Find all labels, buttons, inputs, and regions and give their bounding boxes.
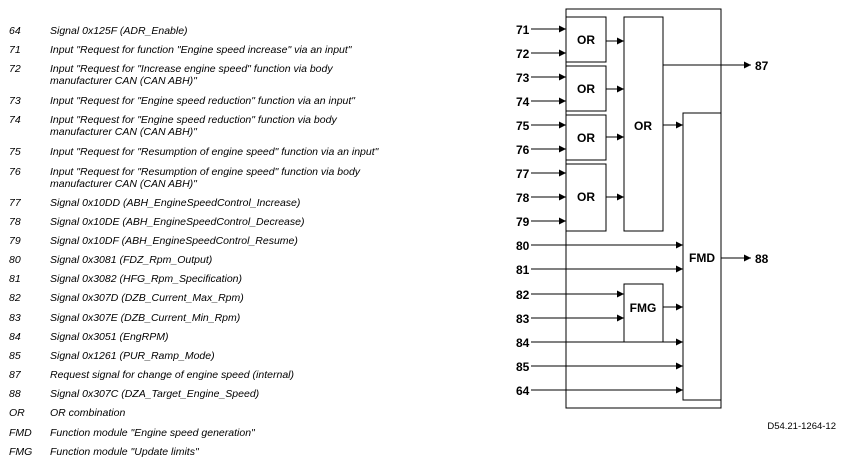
- legend-text: Request signal for change of engine spee…: [50, 369, 294, 381]
- legend-key: 87: [9, 369, 21, 381]
- or-block-3: [565, 114, 607, 161]
- fmg-block-label: FMG: [630, 301, 657, 315]
- legend-key: OR: [9, 407, 25, 419]
- input-label-75: 75: [516, 119, 530, 133]
- legend-key: 80: [9, 254, 21, 266]
- fmd-block-label: FMD: [689, 251, 715, 265]
- legend-key: 73: [9, 95, 21, 107]
- input-label-72: 72: [516, 47, 530, 61]
- legend-key: 76: [9, 166, 21, 178]
- fmg-block: [623, 283, 664, 343]
- or-block-main-label: OR: [634, 119, 652, 133]
- legend-text: Signal 0x1261 (PUR_Ramp_Mode): [50, 350, 215, 362]
- legend-text: Signal 0x3082 (HFG_Rpm_Specification): [50, 273, 243, 285]
- input-label-77: 77: [516, 167, 530, 181]
- legend-text: Function module "Update limits": [50, 446, 199, 458]
- document-id: D54.21-1264-12: [767, 421, 836, 432]
- input-label-76: 76: [516, 143, 530, 157]
- legend-key: 77: [9, 197, 21, 209]
- input-label-64: 64: [516, 384, 530, 398]
- legend-text: Signal 0x307C (DZA_Target_Engine_Speed): [50, 388, 260, 400]
- legend-text: Signal 0x307E (DZB_Current_Min_Rpm): [50, 312, 241, 324]
- input-label-85: 85: [516, 360, 530, 374]
- legend-key: 79: [9, 235, 21, 247]
- legend-key: 83: [9, 312, 21, 324]
- output-label-88: 88: [755, 252, 769, 266]
- legend-text: Input "Request for function "Engine spee…: [50, 44, 352, 56]
- or-block-2-label: OR: [577, 82, 595, 96]
- legend-text: Signal 0x307D (DZB_Current_Max_Rpm): [50, 292, 244, 304]
- legend-key: 71: [9, 44, 21, 56]
- legend-key: FMG: [9, 446, 33, 458]
- input-label-84: 84: [516, 336, 530, 350]
- legend-text: Signal 0x10DD (ABH_EngineSpeedControl_In…: [50, 197, 301, 209]
- legend-text: Input "Request for "Resumption of engine…: [50, 146, 379, 158]
- or-block-1: [565, 16, 607, 63]
- or-block-4-label: OR: [577, 190, 595, 204]
- legend-text: Signal 0x10DF (ABH_EngineSpeedControl_Re…: [50, 235, 298, 247]
- legend-key: 81: [9, 273, 21, 285]
- legend-text: Signal 0x125F (ADR_Enable): [50, 25, 188, 37]
- input-label-79: 79: [516, 215, 530, 229]
- input-label-74: 74: [516, 95, 530, 109]
- legend-text: Input "Request for "Resumption of engine…: [50, 166, 361, 190]
- legend-text: Input "Request for "Engine speed reducti…: [50, 95, 356, 107]
- legend-text: Signal 0x3051 (EngRPM): [50, 331, 169, 343]
- or-block-1-label: OR: [577, 33, 595, 47]
- input-label-80: 80: [516, 239, 530, 253]
- legend-key: FMD: [9, 427, 32, 439]
- or-block-3-label: OR: [577, 131, 595, 145]
- legend-key: 64: [9, 25, 21, 37]
- input-label-82: 82: [516, 288, 530, 302]
- input-label-83: 83: [516, 312, 530, 326]
- input-label-73: 73: [516, 71, 530, 85]
- legend-key: 88: [9, 388, 21, 400]
- legend-key: 85: [9, 350, 21, 362]
- legend-text: Function module "Engine speed generation…: [50, 427, 255, 439]
- input-label-81: 81: [516, 263, 530, 277]
- legend-text: Signal 0x3081 (FDZ_Rpm_Output): [50, 254, 213, 266]
- legend-text: OR combination: [50, 407, 126, 419]
- input-label-71: 71: [516, 23, 530, 37]
- input-label-78: 78: [516, 191, 530, 205]
- legend-text: Input "Request for "Increase engine spee…: [50, 63, 333, 87]
- legend-key: 72: [9, 63, 21, 75]
- legend-key: 75: [9, 146, 21, 158]
- legend-key: 78: [9, 216, 21, 228]
- legend-key: 82: [9, 292, 21, 304]
- legend-text: Signal 0x10DE (ABH_EngineSpeedControl_De…: [50, 216, 305, 228]
- legend-key: 84: [9, 331, 21, 343]
- legend-text: Input "Request for "Engine speed reducti…: [50, 114, 337, 138]
- output-label-87: 87: [755, 59, 769, 73]
- fmd-block: [682, 112, 722, 401]
- or-block-main: [623, 16, 664, 232]
- legend-key: 74: [9, 114, 21, 126]
